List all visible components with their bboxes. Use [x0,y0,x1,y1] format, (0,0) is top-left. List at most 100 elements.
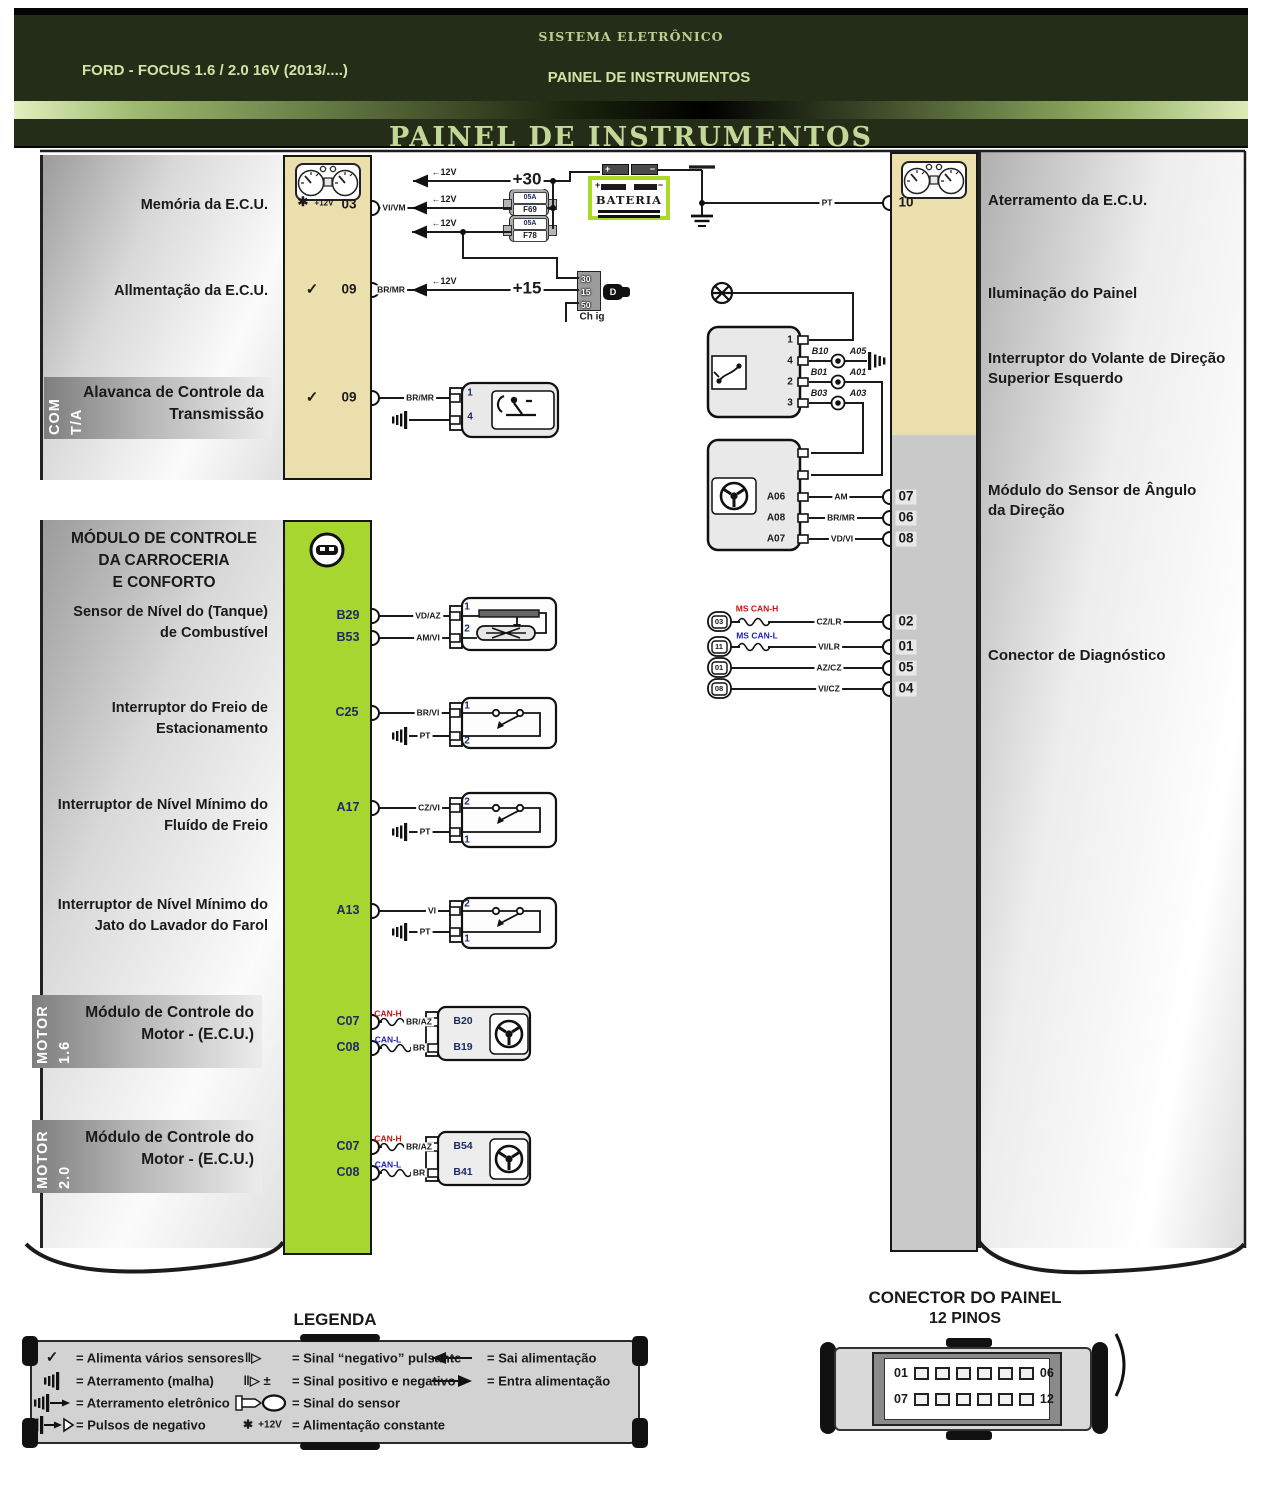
bcm-pin-b29: B29 [336,608,360,623]
legend-r2c3: = Entra alimentação [487,1373,611,1389]
lever-pin-4: 4 [467,411,473,423]
ignition-terminal-30: 30 [581,274,591,284]
ecu20-pin-b41: B41 [453,1166,473,1179]
connector-title-2: 12 PINOS [928,1310,1002,1327]
junction-b03: B03 [810,388,828,399]
header-model: FORD - FOCUS 1.6 / 2.0 16V (2013/....) [82,62,348,79]
label-mcm20-1: Módulo de Controle do [85,1129,254,1146]
ignition-switch: 30 15 50 [577,271,601,311]
panel-pin-08: 08 [895,531,917,547]
label-fuel-1: Sensor de Nível do (Tanque) [73,604,268,620]
wire-vilr: VI/LR [816,641,842,652]
diag-pin-03: 03 [714,616,724,626]
park-pin-1: 1 [464,700,470,712]
connector-pin [976,1366,992,1380]
header-subtitle: PAINEL DE INSTRUMENTOS [547,69,751,86]
label-angulo-1: Módulo do Sensor de Ângulo [988,482,1197,499]
power-12v-label: ←12V [431,218,457,229]
connector-label-12: 12 [1039,1392,1054,1406]
battery-line [598,215,660,218]
junction-a03: A03 [849,388,867,399]
panel-pin-01: 01 [895,639,917,655]
inline-connector-junctions [830,353,846,411]
bcm-car-icon [309,532,345,568]
label-aterramento: Aterramento da E.C.U. [988,192,1148,209]
fuel-pin-1: 1 [464,601,470,613]
plus-15-label: +15 [510,278,544,299]
fluid-pin-2: 2 [464,796,470,808]
battery-minus-sign: − [649,164,655,174]
legend-r1c3: = Sai alimentação [487,1350,597,1366]
label-angulo-2: da Direção [988,502,1065,519]
panel-pin-06: 06 [895,510,917,526]
fuse-f78: 05A F78 [503,215,557,242]
diag-pin-08: 08 [714,683,724,693]
steering-column-switch-box [706,325,809,419]
label-fuel-2: de Combustível [160,625,268,641]
fuse-f69-amp: 05A [513,192,547,204]
legend-r3c1: = Aterramento eletrônico [76,1395,230,1411]
angle-pin-a06: A06 [766,491,786,503]
constant-power-12v: +12V [314,198,334,208]
diagnostic-connector-pins [707,611,732,699]
washer-level-switch-box [449,896,558,950]
wire-czlr: CZ/LR [814,616,844,627]
legend-star-icon: ✱ [242,1417,254,1432]
legend-r3c2: = Sinal do sensor [292,1395,401,1411]
wire-azcz: AZ/CZ [814,662,844,673]
bcm-pin-c25: C25 [335,705,359,720]
gauge-cluster-icons [295,161,967,201]
label-mcm16-1: Módulo de Controle do [85,1004,254,1021]
wire-czvi: CZ/VI [416,802,442,813]
ecu16-pin-b19: B19 [453,1041,473,1054]
label-washer-2: Jato do Lavador do Farol [94,918,268,934]
ignition-key-icon: D [603,284,623,300]
connector-bracket-right [1092,1342,1108,1434]
sw-pin-3: 3 [787,397,793,409]
multi-sensor-check-icon: ✓ [305,280,319,298]
label-fluid-2: Fluído de Freio [164,818,268,834]
battery-positive-cap: + [602,164,629,175]
multi-sensor-check-icon: ✓ [305,388,319,406]
legend-tab [300,1334,380,1342]
junction-b01: B01 [810,367,828,378]
connector-tab-bottom [946,1431,992,1440]
motor-ecu-16-box [425,1005,532,1062]
connector-pin [1018,1366,1034,1380]
wire-vicz: VI/CZ [816,683,842,694]
header-system: SISTEMA ELETRÔNICO [538,29,724,44]
label-bcm-2: DA CARROCERIA [98,552,230,569]
ms-can-l-label: MS CAN-L [736,630,778,641]
instrument-cluster-column-left [283,155,372,480]
fuel-level-sensor-box [449,596,558,652]
connector-pin [934,1392,950,1406]
legend-r4c2: = Alimentação constante [292,1417,446,1433]
junction-a05: A05 [849,346,867,357]
label-fluid-1: Interruptor de Nível Mínimo do [57,797,268,813]
legend-r2c2: = Sinal positivo e negativo [292,1373,456,1389]
panel-pin-04: 04 [895,681,917,697]
wire-brvi: BR/VI [414,707,442,718]
label-volante-2: Superior Esquerdo [988,370,1124,387]
legend-corner [22,1336,38,1366]
connector-pin [934,1366,950,1380]
power-out-arrows [412,174,428,297]
angle-pin-a07: A07 [766,533,786,545]
instrument-cluster-column-right [890,152,978,1252]
legend-r1c1: = Alimenta vários sensores [76,1350,245,1366]
connector-tab-top [946,1338,992,1347]
connector-pin [997,1392,1013,1406]
junction-a01: A01 [849,367,867,378]
wire-vdvi: VD/VI [828,533,856,544]
connector-label-07: 07 [894,1392,908,1406]
motor-ecu-20-box [425,1130,532,1187]
squiggle-symbols [379,617,771,1178]
ecu-pin-09: 09 [341,281,357,297]
wire-br: BR [410,1042,428,1053]
wire-br-2: BR [410,1167,428,1178]
connector-pin-row-top: 01 06 [894,1366,1054,1380]
battery-plus-inner: + [595,180,601,190]
ignition-terminal-50: 50 [581,300,591,310]
label-volante-1: Interruptor do Volante de Direção [988,350,1226,367]
